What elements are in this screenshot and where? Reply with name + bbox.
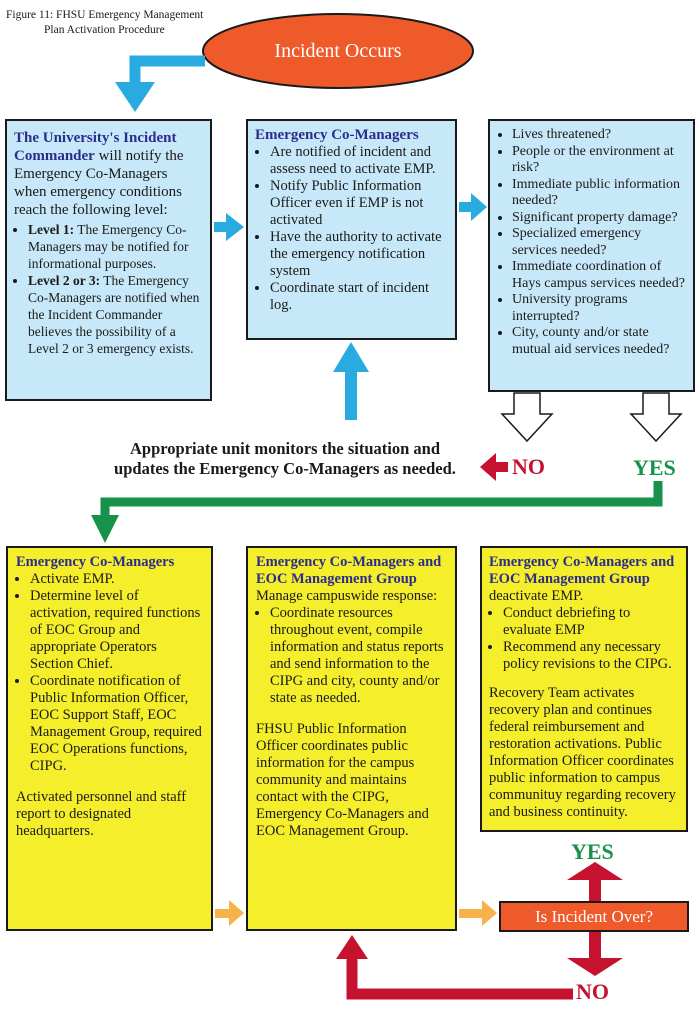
- outline-arrow-yes: [629, 392, 683, 443]
- list-item: City, county and/or state mutual aid ser…: [512, 325, 687, 358]
- list-item: Are notified of incident and assess need…: [270, 144, 448, 178]
- arrow-commander-to-comanagers: [214, 222, 228, 232]
- list-item: Significant property damage?: [512, 210, 687, 227]
- figure-caption-line1: Figure 11: FHSU Emergency Management: [6, 9, 204, 21]
- activate-note: Activated personnel and staff report to …: [16, 789, 187, 839]
- questions-list: Lives threatened? People or the environm…: [498, 127, 687, 358]
- incident-occurs-label: Incident Occurs: [274, 40, 402, 62]
- outline-arrow-no: [500, 392, 554, 443]
- incident-over-decision: Is Incident Over?: [499, 901, 689, 932]
- list-item: Lives threatened?: [512, 127, 687, 144]
- arrow-activate-to-manage: [215, 909, 231, 918]
- list-item: Recommend any necessary policy revisions…: [503, 639, 679, 673]
- arrow-no-to-monitor: [494, 462, 508, 472]
- co-managers-title: Emergency Co-Managers: [255, 127, 419, 143]
- co-managers-list: Are notified of incident and assess need…: [255, 144, 448, 314]
- incident-occurs-ellipse: [202, 13, 474, 89]
- manage-response-box: Emergency Co-Managers and EOC Management…: [246, 546, 457, 931]
- decision-no-label: NO: [512, 454, 545, 479]
- manage-list: Coordinate resources throughout event, c…: [256, 605, 447, 707]
- list-item: Determine level of activation, required …: [30, 588, 203, 673]
- list-item: Specialized emergency services needed?: [512, 226, 687, 259]
- deactivate-title: Emergency Co-Managers and EOC Management…: [489, 554, 675, 604]
- incident-over-yes-label: YES: [571, 839, 614, 864]
- list-item: People or the environment at risk?: [512, 144, 687, 177]
- level-list: Level 1: The Emergency Co-Managers may b…: [14, 221, 203, 357]
- arrow-manage-to-question: [459, 909, 484, 918]
- level-item: Level 1: The Emergency Co-Managers may b…: [28, 221, 203, 272]
- arrow-monitor-to-comanagers: [345, 370, 357, 420]
- arrow-no-loop-to-manage: [346, 957, 573, 1000]
- list-item: Have the authority to activate the emerg…: [270, 229, 448, 280]
- decision-yes-label: YES: [633, 455, 676, 480]
- deactivate-note: Recovery Team activates recovery plan an…: [489, 685, 676, 820]
- incident-commander-box: The University's Incident Commander will…: [5, 119, 212, 401]
- arrow-start-to-commander-head: [115, 82, 155, 112]
- assessment-questions-box: Lives threatened? People or the environm…: [488, 119, 695, 392]
- commander-lead: The University's Incident Commander: [14, 130, 177, 164]
- co-managers-notify-box: Emergency Co-Managers Are notified of in…: [246, 119, 457, 340]
- commander-intro: The University's Incident Commander will…: [14, 129, 203, 219]
- list-item: Notify Public Information Officer even i…: [270, 178, 448, 229]
- list-item: University programs interrupted?: [512, 292, 687, 325]
- deactivate-emp-box: Emergency Co-Managers and EOC Management…: [480, 546, 688, 832]
- activate-list: Activate EMP. Determine level of activat…: [16, 571, 203, 775]
- arrow-start-to-commander: [129, 55, 205, 84]
- list-item: Immediate coordination of Hays campus se…: [512, 259, 687, 292]
- manage-note: FHSU Public Information Officer coordina…: [256, 721, 429, 839]
- deactivate-list: Conduct debriefing to evaluate EMP Recom…: [489, 605, 679, 673]
- figure-caption-line2: Plan Activation Procedure: [44, 24, 165, 36]
- arrow-comanagers-to-questions: [459, 202, 473, 212]
- activate-title: Emergency Co-Managers: [16, 554, 175, 570]
- list-item: Activate EMP.: [30, 571, 203, 588]
- activate-emp-box: Emergency Co-Managers Activate EMP. Dete…: [6, 546, 213, 931]
- list-item: Conduct debriefing to evaluate EMP: [503, 605, 679, 639]
- commander-rest: will notify the Emergency Co-Managers wh…: [14, 148, 184, 218]
- list-item: Coordinate notification of Public Inform…: [30, 673, 203, 775]
- monitor-line2: updates the Emergency Co-Managers as nee…: [114, 459, 456, 478]
- monitor-situation-text: Appropriate unit monitors the situation …: [96, 439, 474, 479]
- list-item: Immediate public information needed?: [512, 177, 687, 210]
- arrow-yes-to-activate: [100, 481, 663, 517]
- level-item: Level 2 or 3: The Emergency Co-Managers …: [28, 272, 203, 357]
- manage-title: Emergency Co-Managers and EOC Management…: [256, 554, 442, 604]
- list-item: Coordinate resources throughout event, c…: [270, 605, 447, 707]
- list-item: Coordinate start of incident log.: [270, 280, 448, 314]
- monitor-line1: Appropriate unit monitors the situation …: [129, 439, 441, 458]
- incident-over-no-label: NO: [576, 979, 609, 1004]
- figure-caption: Figure 11: FHSU Emergency Management Pla…: [6, 8, 203, 38]
